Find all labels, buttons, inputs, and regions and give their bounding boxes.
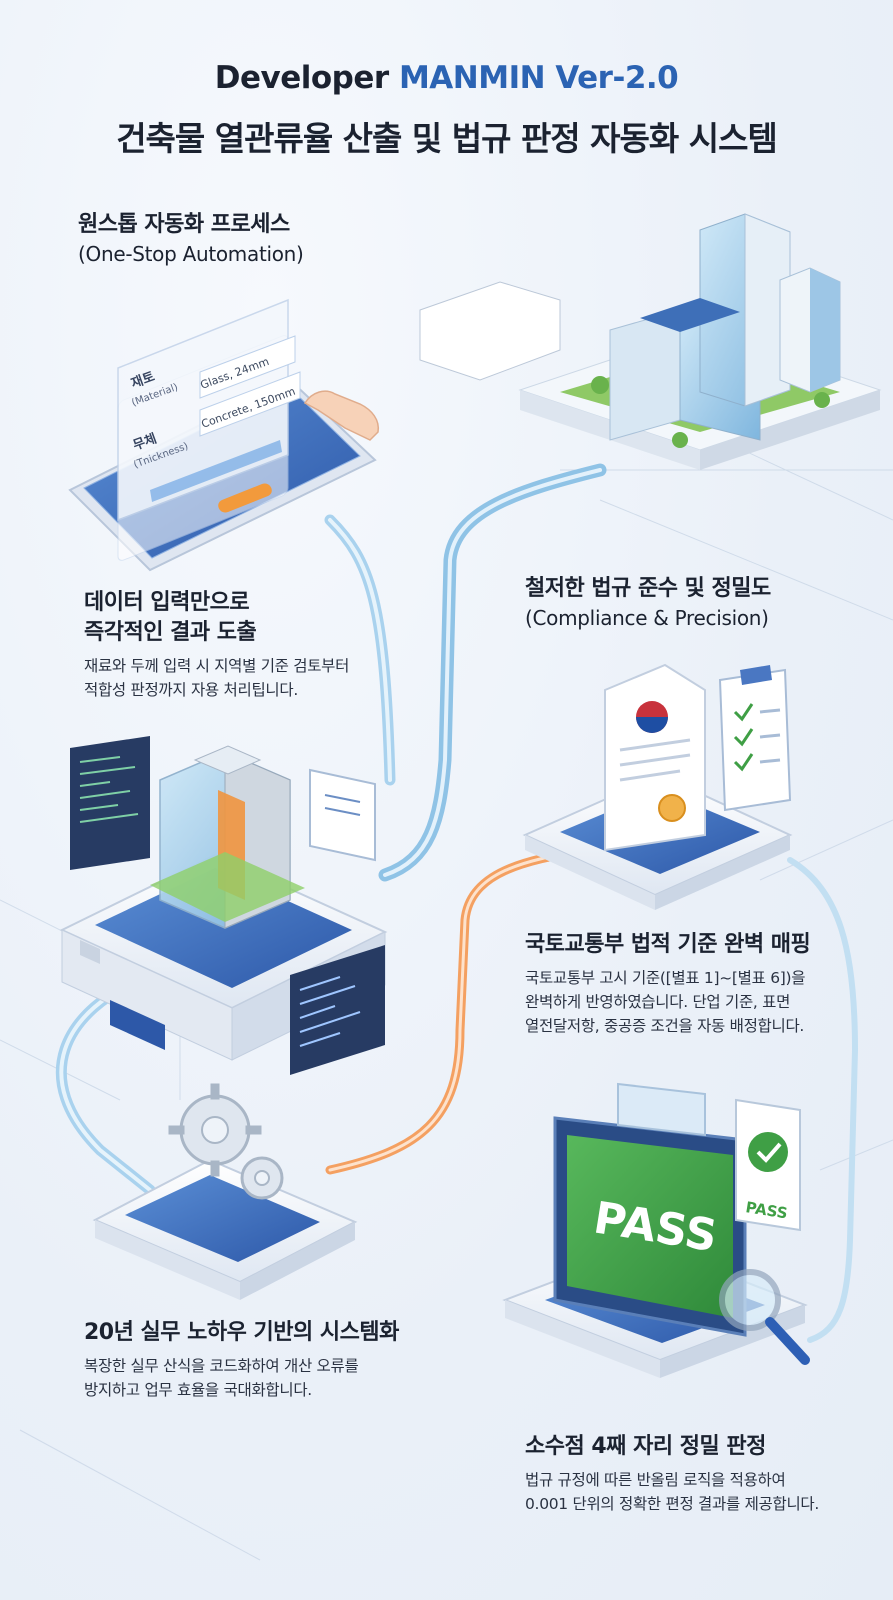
feature-desc-line1: 국토교통부 고시 기준([별표 1]~[별표 6])을 bbox=[525, 969, 806, 987]
feature-desc-line1: 복장한 실무 산식을 코드화하여 개산 오류를 bbox=[84, 1357, 359, 1375]
feature-precision: 소수점 4째 자리 정밀 판정 법규 규정에 따른 반올림 로직을 적용하여 0… bbox=[525, 1432, 819, 1516]
title-accent: MANMIN Ver-2.0 bbox=[398, 60, 679, 96]
feature-desc-line2: 0.001 단위의 정확한 편정 결과를 제공합니다. bbox=[525, 1495, 819, 1513]
feature-know-how: 20년 실무 노하우 기반의 시스템화 복장한 실무 산식을 코드화하여 개산 … bbox=[84, 1318, 399, 1402]
feature-desc-line2: 완벽하게 반영하였습니다. 단업 기준, 표면 bbox=[525, 993, 791, 1011]
city-illustration bbox=[419, 213, 882, 470]
feature-title: 20년 실무 노하우 기반의 시스템화 bbox=[84, 1320, 399, 1345]
section-subtitle: (Compliance & Precision) bbox=[525, 606, 769, 630]
feature-title-line2: 즉각적인 결과 도출 bbox=[84, 620, 257, 645]
feature-desc-line2: 적합성 판정까지 자용 처리팁니다. bbox=[84, 681, 298, 699]
page-title: Developer MANMIN Ver-2.0 bbox=[0, 60, 893, 96]
tablet-illustration bbox=[68, 298, 380, 572]
certificate-illustration bbox=[522, 663, 793, 910]
feature-title-line1: 데이터 입력만으로 bbox=[84, 590, 250, 615]
feature-title: 소수점 4째 자리 정밀 판정 bbox=[525, 1434, 766, 1459]
section-subtitle: (One-Stop Automation) bbox=[78, 242, 304, 266]
page-subtitle: 건축물 열관류율 산출 및 법규 판정 자동화 시스템 bbox=[116, 119, 778, 158]
gears-illustration bbox=[92, 1083, 358, 1300]
section-title: 원스톱 자동화 프로세스 bbox=[78, 212, 290, 237]
server-illustration bbox=[59, 736, 388, 1075]
connection-pipes bbox=[55, 463, 859, 1343]
pass-illustration bbox=[502, 1082, 810, 1378]
feature-legal-mapping: 국토교통부 법적 기준 완벽 매핑 국토교통부 고시 기준([별표 1]~[별표… bbox=[525, 930, 811, 1038]
title-prefix: Developer bbox=[214, 60, 389, 96]
feature-title: 국토교통부 법적 기준 완벽 매핑 bbox=[525, 932, 811, 957]
section-one-stop: 원스톱 자동화 프로세스 (One-Stop Automation) bbox=[78, 210, 304, 268]
section-title: 철저한 법규 준수 및 정밀도 bbox=[525, 576, 771, 601]
section-compliance: 철저한 법규 준수 및 정밀도 (Compliance & Precision) bbox=[525, 574, 771, 632]
feature-desc-line3: 열전달저항, 중공증 조건을 자동 배정합니다. bbox=[525, 1017, 805, 1035]
feature-desc-line2: 방지하고 업무 효율을 국대화합니다. bbox=[84, 1381, 312, 1399]
feature-desc-line1: 법규 규정에 따른 반올림 로직을 적용하여 bbox=[525, 1471, 786, 1489]
feature-instant-result: 데이터 입력만으로 즉각적인 결과 도출 재료와 두께 입력 시 지역별 기준 … bbox=[84, 588, 349, 702]
feature-desc-line1: 재료와 두께 입력 시 지역별 기준 검토부터 bbox=[84, 657, 350, 675]
